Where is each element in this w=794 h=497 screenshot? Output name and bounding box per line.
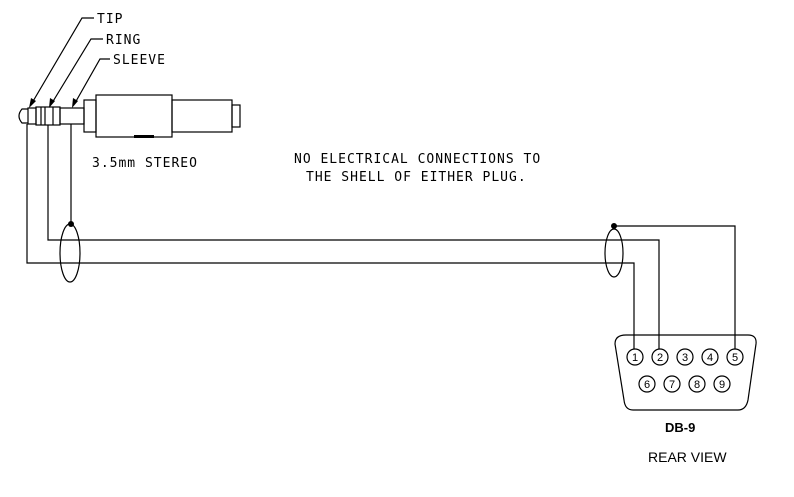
pin-8-circle xyxy=(688,375,706,393)
stereo-plug xyxy=(18,94,241,138)
pin-7-label: 7 xyxy=(669,379,675,391)
connector-view: REAR VIEW xyxy=(648,449,727,465)
pin-5-label: 5 xyxy=(732,352,738,364)
pin-1-label: 1 xyxy=(632,352,638,364)
ring-wire xyxy=(47,125,660,349)
ring-leader xyxy=(49,38,103,108)
pin-6-label: 6 xyxy=(644,379,650,391)
pin-4-circle xyxy=(701,348,719,366)
pin-6-circle xyxy=(638,375,656,393)
pin-5-circle xyxy=(726,348,744,366)
pin-1-circle xyxy=(626,348,644,366)
tip-wire xyxy=(26,124,635,349)
tip-label: TIP xyxy=(97,12,123,27)
cable-shield-right xyxy=(604,228,624,278)
sleeve-leader xyxy=(72,58,110,108)
pin-7-circle xyxy=(663,375,681,393)
pin-3-circle xyxy=(676,348,694,366)
pin-2-label: 2 xyxy=(657,352,663,364)
pin-2-circle xyxy=(651,348,669,366)
sleeve-label: SLEEVE xyxy=(113,53,166,68)
pin-3-label: 3 xyxy=(682,352,688,364)
plug-type-label: 3.5mm STEREO xyxy=(92,156,198,171)
pin-9-label: 9 xyxy=(719,379,725,391)
shield-junction-right xyxy=(611,223,617,229)
note-line-1: NO ELECTRICAL CONNECTIONS TO xyxy=(294,152,541,167)
pin-9-circle xyxy=(713,375,731,393)
note-line-2: THE SHELL OF EITHER PLUG. xyxy=(306,170,527,185)
pin-8-label: 8 xyxy=(694,379,700,391)
ring-label: RING xyxy=(106,33,141,48)
pin-4-label: 4 xyxy=(707,352,713,364)
cable-shield-left xyxy=(59,223,81,283)
tip-leader xyxy=(29,17,94,108)
sleeve-wire-right xyxy=(614,225,736,349)
connector-name: DB-9 xyxy=(665,420,695,435)
db9-shell xyxy=(614,334,757,411)
db9-pins: 1 2 3 4 5 6 7 8 9 xyxy=(626,348,744,393)
